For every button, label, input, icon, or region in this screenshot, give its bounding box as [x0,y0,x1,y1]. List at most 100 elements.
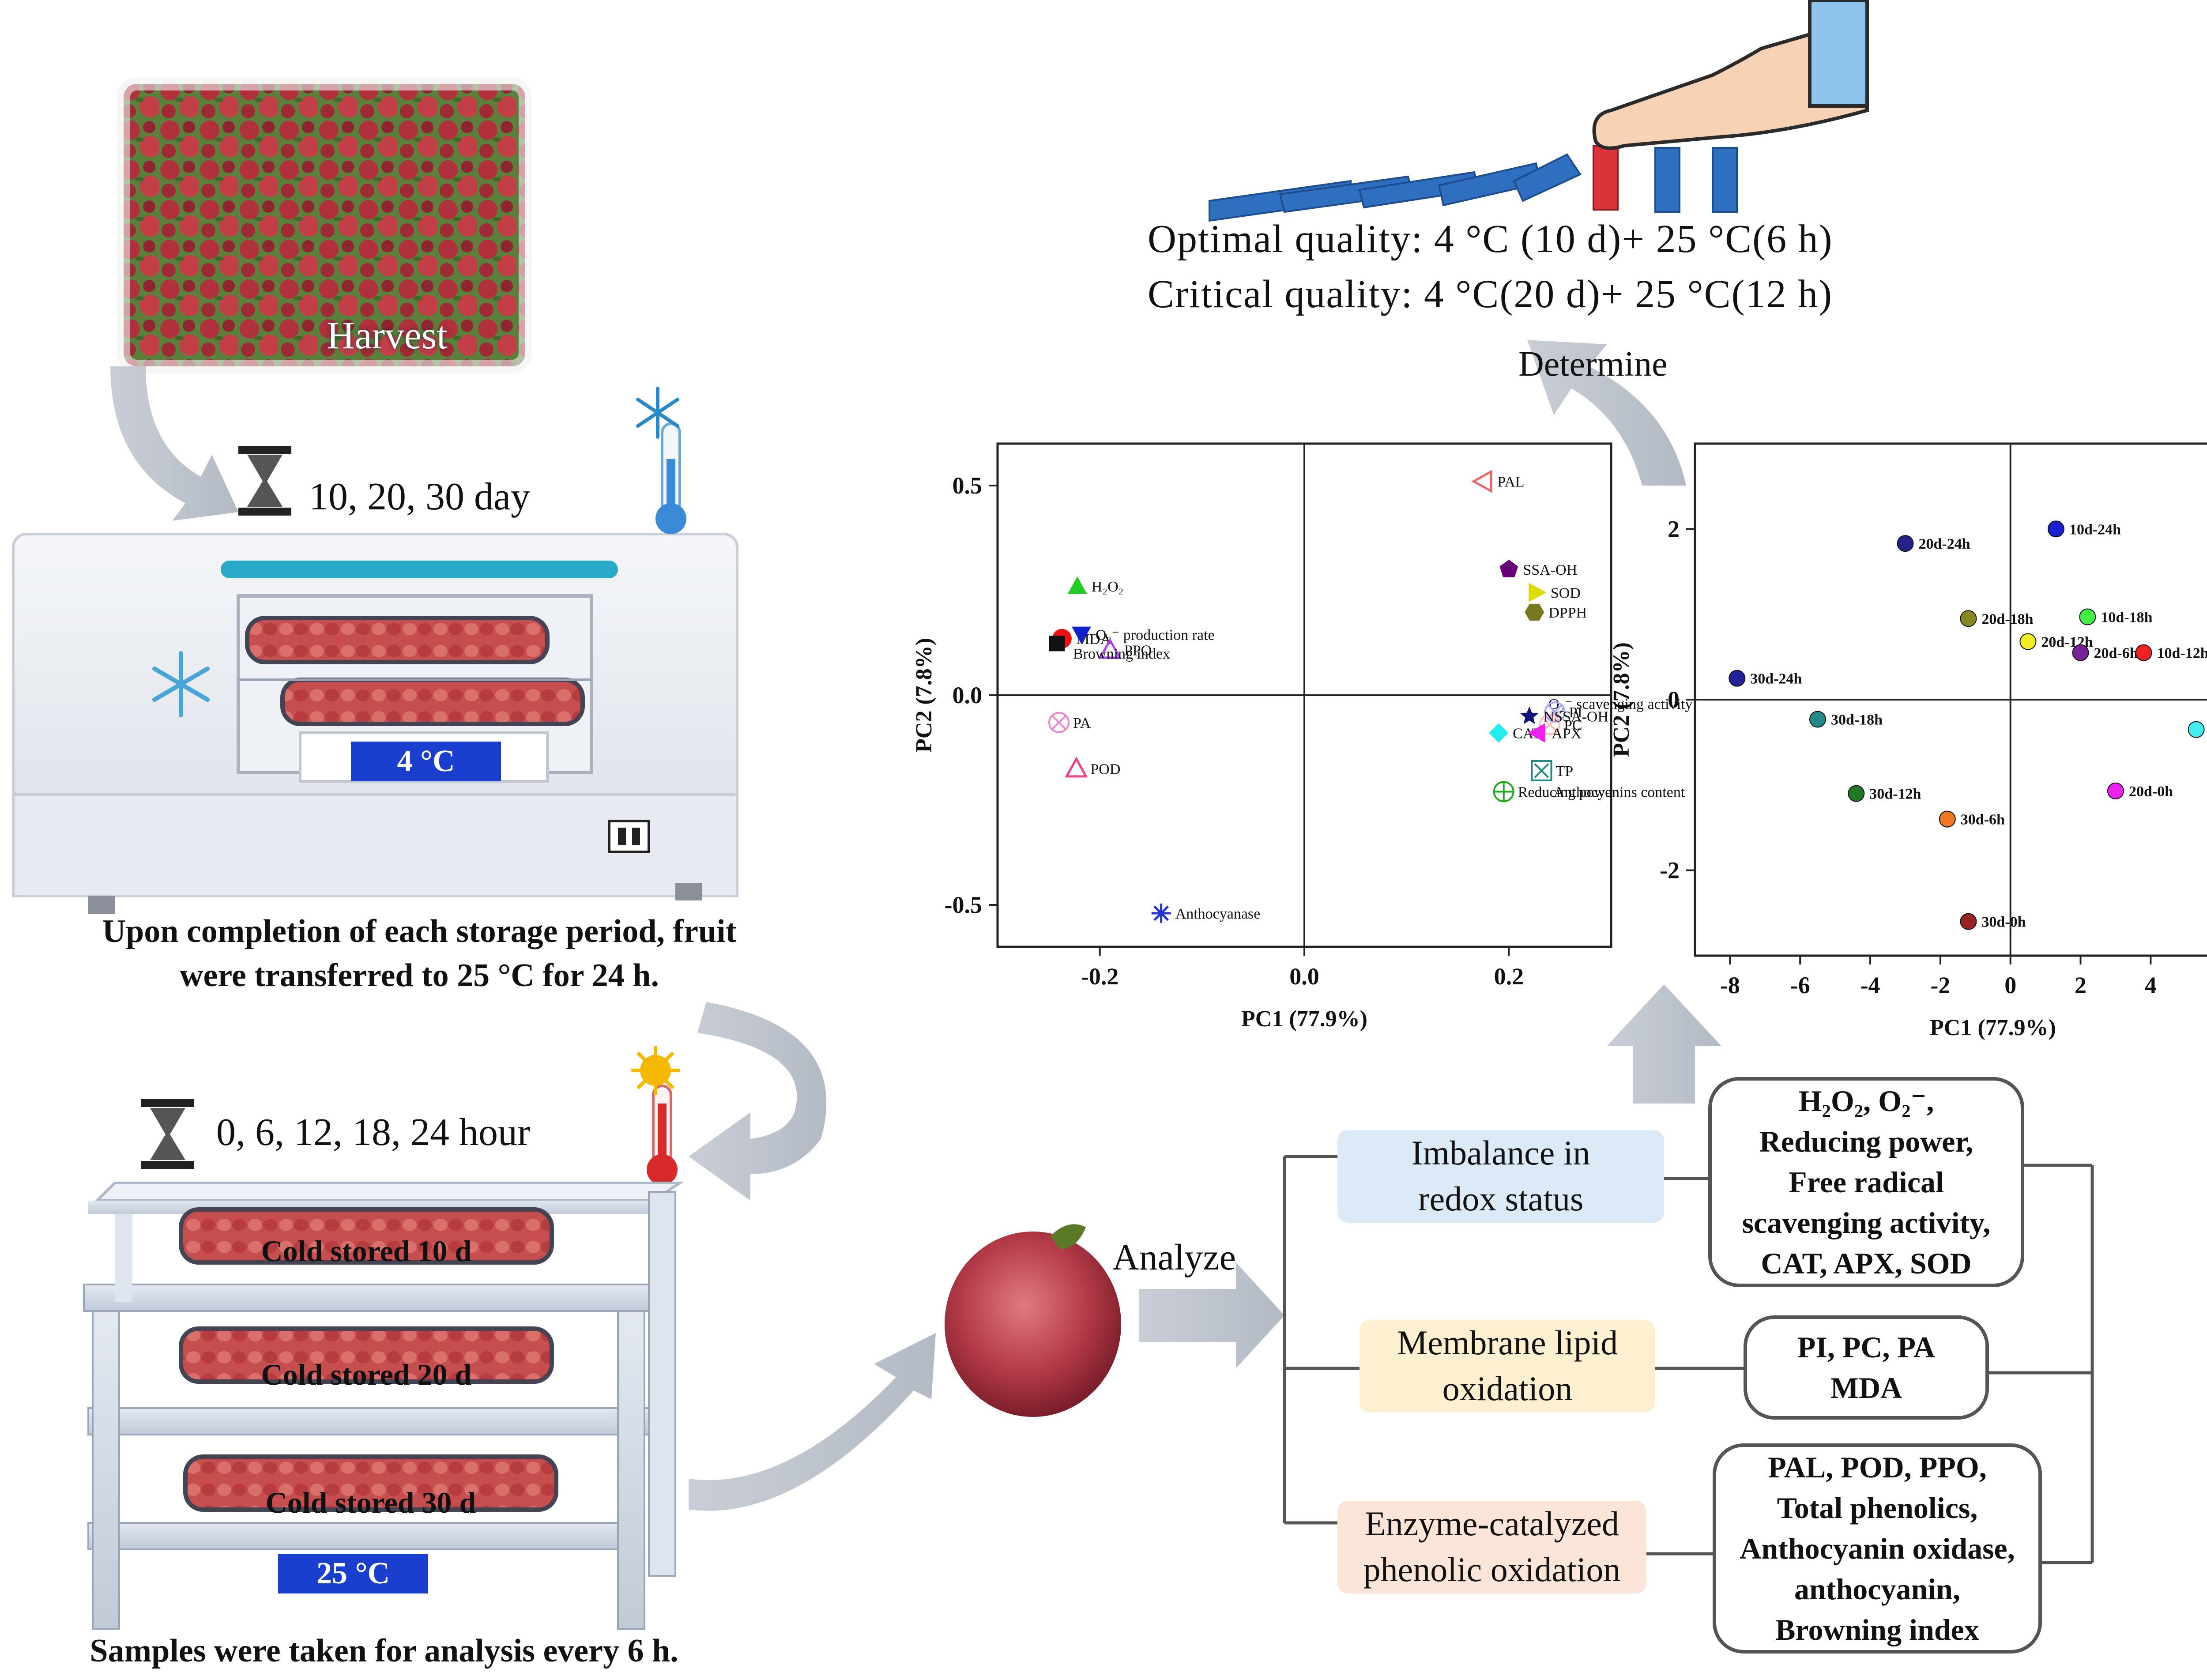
determine-label: Determine [1518,345,1668,384]
category-phenolic-line1: Enzyme-catalyzed [1365,1504,1619,1543]
hourglass-icon-cold [238,446,291,516]
arrow-up-to-pca [1607,984,1721,1104]
chart-point-label: NSSA-OH [1544,709,1608,725]
y-tick-label: -2 [1660,857,1680,884]
chart-point [1048,712,1070,733]
chart-point [1067,576,1087,594]
chart-point [2107,782,2124,799]
x-tick-label: -0.2 [1081,963,1119,990]
results-redox: H₂O₂, O₂⁻, Reducing power, Free radical … [1708,1077,2024,1287]
harvest-label: Harvest [327,314,448,357]
shelf-temp-label: 25 °C [278,1554,428,1593]
chart-point-label: PA [1073,715,1091,731]
x-tick-label: 0.0 [1289,963,1319,990]
results-redox-item: CAT, APX, SOD [1761,1247,1972,1280]
category-redox-line1: Imbalance in [1411,1134,1590,1172]
chart-point [1848,785,1865,802]
y-axis-label: PC2 (7.8%) [911,638,937,753]
x-axis-label: PC1 (77.9%) [1241,1006,1367,1032]
x-tick-label: -6 [1790,972,1810,998]
chart-point [1897,535,1914,552]
chart-point-label: Reducing power [1518,784,1617,801]
x-tick-label: -4 [1861,972,1880,998]
results-membrane: PI, PC, PA MDA [1744,1315,1989,1420]
x-tick-label: 2 [2075,972,2086,998]
chart-point [2072,644,2089,661]
harvest-photo [117,77,532,373]
chart-point-label: 30d-18h [1831,712,1883,728]
chart-point-label: Anthocyanins content [1554,784,1685,801]
shelf-duration: 0, 6, 12, 18, 24 hour [216,1111,531,1154]
chart-point-label: POD [1090,761,1120,777]
chart-point [1065,757,1088,778]
chart-point-label: DPPH [1548,605,1587,621]
chart-point [1499,560,1518,577]
x-tick-label: -8 [1720,972,1740,998]
results-phenolic-item: Anthocyanin oxidase, [1740,1532,2015,1565]
chart-point [2135,644,2152,661]
chart-point [1071,626,1091,644]
y-axis-label: PC2 (7.8%) [1609,642,1634,757]
x-tick-label: 0.2 [1494,963,1524,990]
tray-label-20d: Cold stored 20 d [261,1358,472,1391]
chart-point-label: 20d-0h [2129,783,2173,800]
chart-point [1809,711,1826,728]
y-tick-label: 0.0 [953,682,983,708]
results-redox-item: H₂O₂, O₂⁻, [1798,1084,1934,1118]
chart-point [1729,670,1746,687]
hourglass-icon-shelf [141,1099,194,1169]
results-phenolic-item: anthocyanin, [1794,1572,1960,1606]
chart-point-label: PI [1569,704,1582,721]
chart-point [1960,913,1977,930]
warm-thermometer-icon [631,1046,680,1185]
category-redox: Imbalance in redox status [1337,1130,1664,1223]
results-phenolic-item: Browning index [1775,1613,1979,1646]
chart-point [1544,701,1566,723]
category-redox-line2: redox status [1418,1179,1584,1218]
arrow-analyze [1139,1262,1284,1368]
chart-point [1049,636,1065,652]
chart-point [2047,520,2064,538]
x-tick-label: 0 [2004,972,2016,998]
chart-point-label: TP [1555,763,1573,780]
results-phenolic: PAL, POD, PPO, Total phenolics, Anthocya… [1713,1443,2042,1654]
category-membrane-line2: oxidation [1442,1369,1573,1408]
y-tick-label: 0.5 [953,472,983,499]
chart-point-label: 10d-12h [2157,645,2207,662]
results-phenolic-item: PAL, POD, PPO, [1768,1450,1987,1484]
arrow-determine [1527,340,1686,486]
chart-point [1151,904,1171,923]
chart-point [1098,638,1122,659]
chart-point [1525,603,1544,621]
chart-point-label: H₂O₂ [1092,579,1124,595]
chart-point [2188,721,2205,738]
chart-point [1471,470,1492,493]
cold-temp-label: 4 °C [351,742,501,781]
y-tick-label: 0 [1668,686,1680,713]
chart-point-label: Browning index [1073,646,1170,662]
chart-point [1493,781,1514,802]
chart-point-label: PC [1564,717,1582,734]
chart-point-label: 30d-12h [1869,786,1921,802]
results-membrane-item: PI, PC, PA [1797,1330,1936,1364]
chart-point-label: 10d-18h [2101,609,2152,625]
chart-point-label: 20d-24h [1918,536,1970,552]
results-membrane-item: MDA [1830,1371,1902,1405]
tray-label-10d: Cold stored 10 d [261,1234,472,1268]
chart-point-label: PAL [1497,474,1524,490]
category-phenolic: Enzyme-catalyzed phenolic oxidation [1337,1501,1646,1593]
chart-point-label: 30d-0h [1981,914,2026,930]
chart-point-label: O₂⁻ production rate [1096,627,1215,643]
chart-point-label: PPO [1124,642,1152,659]
results-redox-item: scavenging activity, [1742,1206,1991,1239]
chart-point-label: SSA-OH [1523,562,1577,578]
transfer-caption-line1: Upon completion of each storage period, … [102,913,737,949]
sampling-caption: Samples were taken for analysis every 6 … [90,1633,678,1669]
chart-point-label: 30d-24h [1750,671,1802,687]
transfer-caption-line2: were transferred to 25 °C for 24 h. [180,957,659,994]
chart-point-label: SOD [1551,585,1581,601]
chart-point [2079,608,2096,625]
critical-quality-text: Critical quality: 4 °C(20 d)+ 25 °C(12 h… [1148,272,1833,316]
chart-point-label: Anthocyanase [1175,906,1261,922]
